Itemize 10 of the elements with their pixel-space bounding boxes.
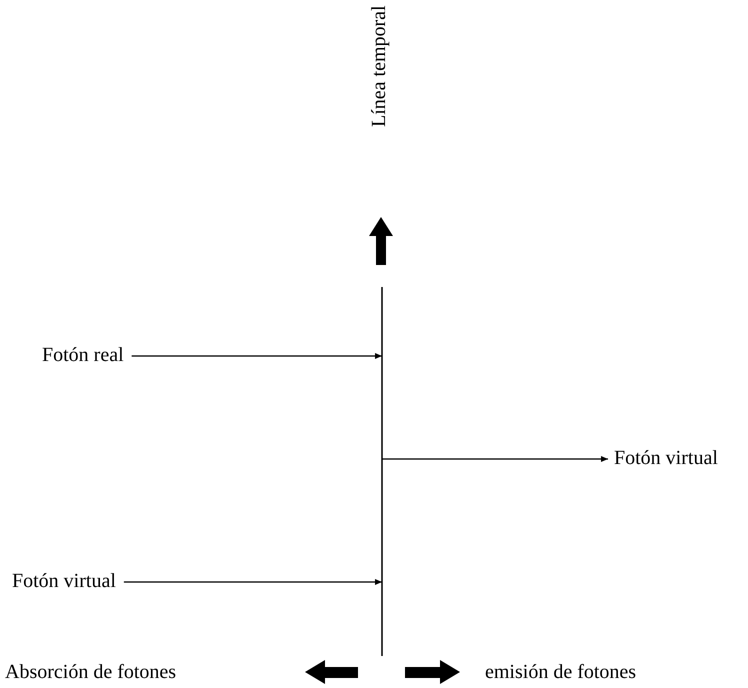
photon-label: Fotón real — [42, 343, 124, 367]
direction-label: Absorción de fotones — [5, 660, 176, 684]
arrow — [132, 353, 382, 359]
arrow — [124, 579, 382, 585]
timeline-line — [381, 287, 383, 656]
axis-label: Línea temporal — [367, 5, 391, 127]
photon-label: Fotón virtual — [614, 446, 718, 470]
photon-label: Fotón virtual — [12, 569, 116, 593]
arrow — [382, 456, 608, 462]
direction-label: emisión de fotones — [485, 660, 636, 684]
